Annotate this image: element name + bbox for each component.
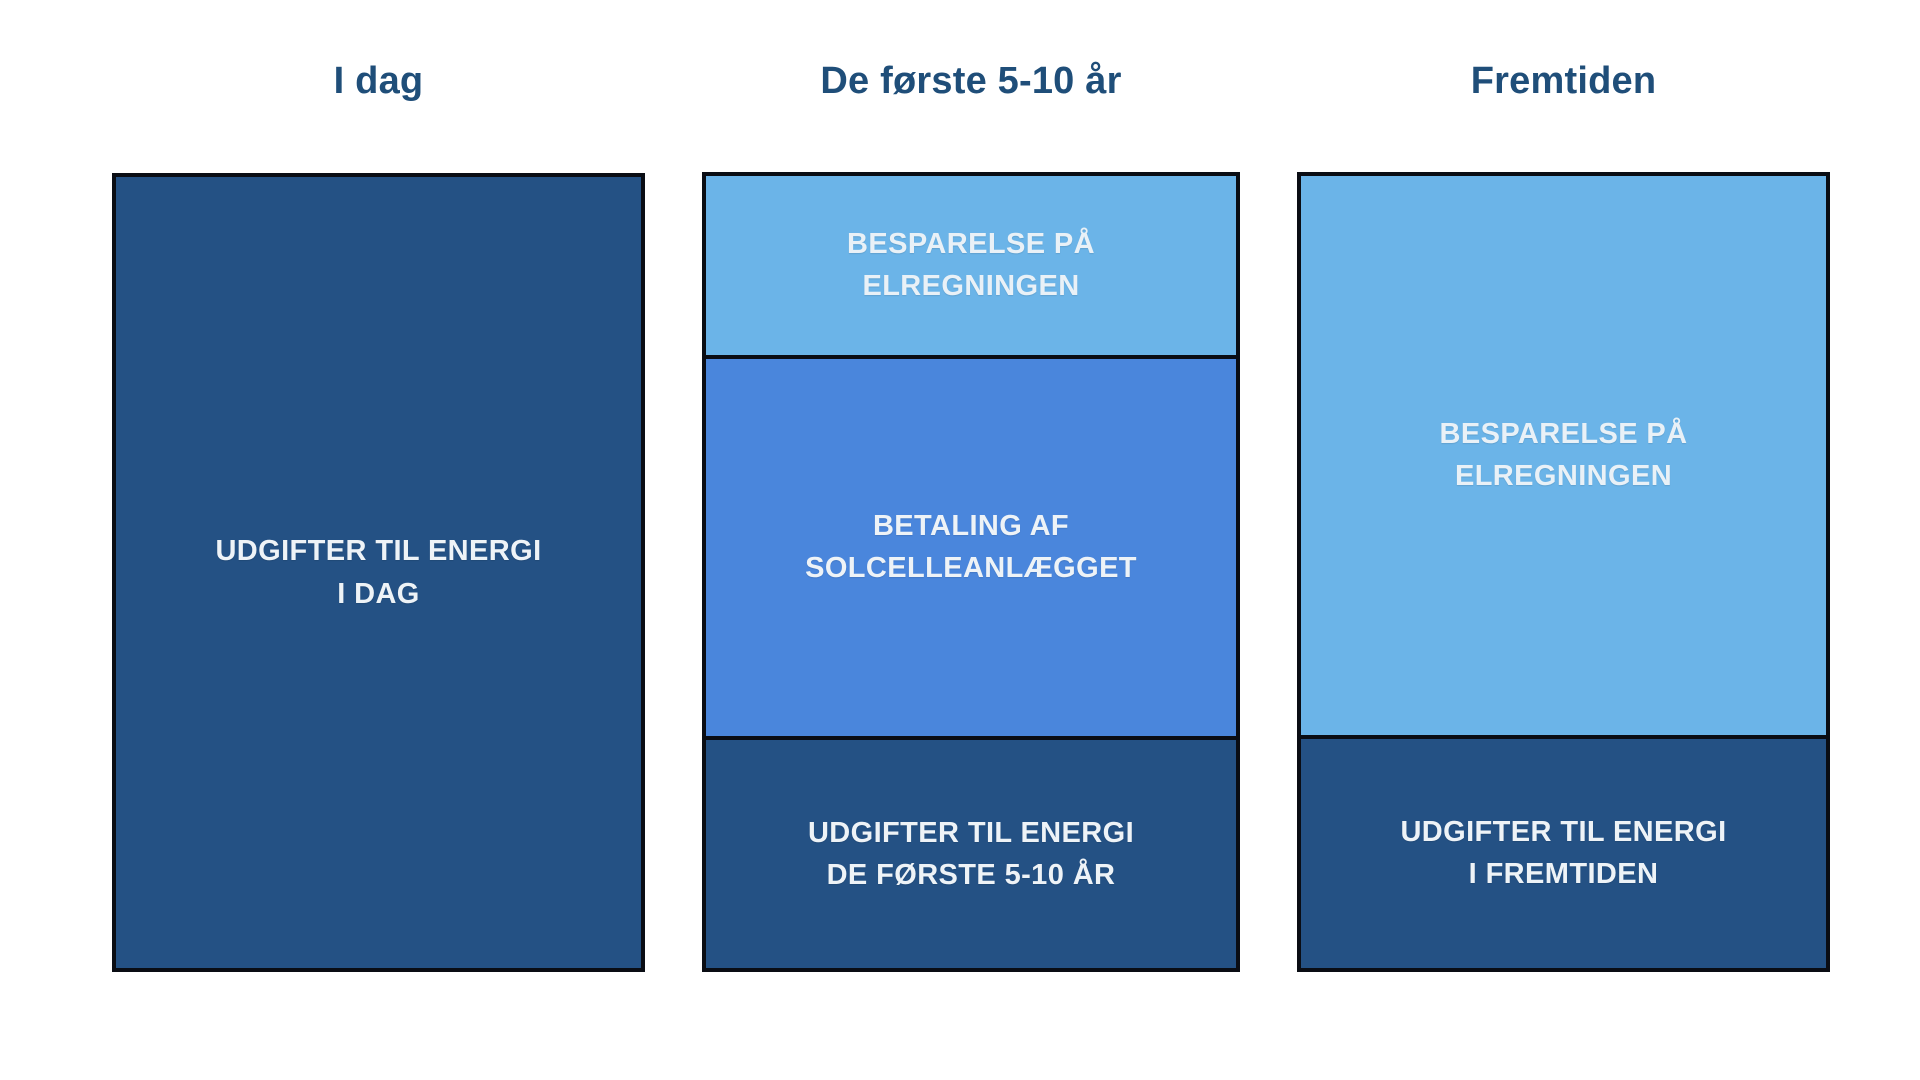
- segment-label: UDGIFTER TIL ENERGI I DAG: [215, 535, 542, 610]
- segment-besparelse-pa-elregningen: BESPARELSE PÅ ELREGNINGEN: [1301, 176, 1826, 735]
- column-heading-de-forste-5-10-ar: De første 5-10 år: [820, 60, 1122, 102]
- column-heading-i-dag: I dag: [333, 60, 424, 102]
- segment-label: BESPARELSE PÅ ELREGNINGEN: [847, 228, 1095, 303]
- bar-column-de-forste-5-10-ar: BESPARELSE PÅ ELREGNINGEN BETALING AF SO…: [702, 172, 1240, 972]
- segment-betaling-af-solcelleanlaegget: BETALING AF SOLCELLEANLÆGGET: [706, 354, 1236, 736]
- segment-udgifter-til-energi-i-fremtiden: UDGIFTER TIL ENERGI I FREMTIDEN: [1301, 734, 1826, 968]
- segment-udgifter-til-energi-de-forste-5-10-ar: UDGIFTER TIL ENERGI DE FØRSTE 5-10 ÅR: [706, 735, 1236, 968]
- segment-udgifter-til-energi-i-dag: UDGIFTER TIL ENERGI I DAG: [116, 177, 641, 968]
- segment-label: UDGIFTER TIL ENERGI I FREMTIDEN: [1400, 816, 1727, 891]
- bar-column-i-dag: UDGIFTER TIL ENERGI I DAG: [112, 173, 645, 972]
- bar-column-fremtiden: BESPARELSE PÅ ELREGNINGEN UDGIFTER TIL E…: [1297, 172, 1830, 972]
- segment-label: UDGIFTER TIL ENERGI DE FØRSTE 5-10 ÅR: [807, 816, 1135, 891]
- column-heading-fremtiden: Fremtiden: [1470, 60, 1657, 102]
- segment-label: BESPARELSE PÅ ELREGNINGEN: [1439, 418, 1688, 493]
- segment-besparelse-pa-elregningen: BESPARELSE PÅ ELREGNINGEN: [706, 176, 1236, 355]
- segment-label: BETALING AF SOLCELLEANLÆGGET: [805, 510, 1137, 585]
